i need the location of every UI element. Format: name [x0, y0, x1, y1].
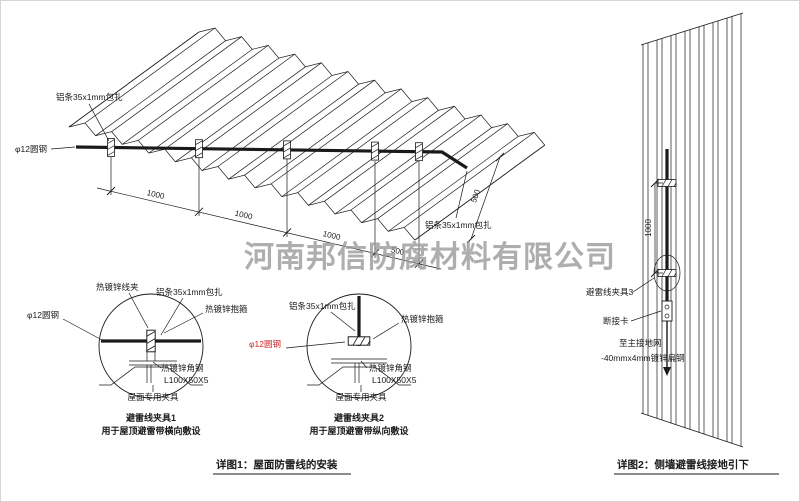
- wall-disconnect-label: 断接卡: [603, 316, 629, 326]
- wall-corrugated-panel: [640, 12, 744, 448]
- detail2-callout: 铝条35x1mm包扎 热镀锌抱箍 φ12圆钢 热镀锌角钢 L100X50X5 屋…: [249, 293, 444, 436]
- detail2-roof-fixture-label: 屋面专用夹具: [335, 392, 387, 402]
- company-watermark: 河南邦信防腐材料有限公司: [244, 241, 616, 274]
- wall-labels: 避雷线夹具3 断接卡 至主接地网 -40mmx4mm镀锌扁钢: [586, 277, 685, 363]
- wall-dimension: 1000: [644, 178, 663, 278]
- roof-dim-1000-a: 1000: [146, 188, 166, 201]
- roof-labels: 铝条35x1mm包扎 φ12圆钢 铝条35x1mm包扎: [15, 92, 492, 230]
- detail1-roof-fixture-label: 屋面专用夹具: [127, 392, 179, 402]
- detail2-subtitle: 用于屋顶避雷带纵向敷设: [308, 425, 409, 436]
- wall-flat-steel-label: -40mmx4mm镀锌扁钢: [601, 353, 685, 363]
- roof-dim-1000-b: 1000: [234, 209, 254, 222]
- roof-dim-1000-c: 1000: [322, 229, 342, 242]
- figure-captions: 详图1：屋面防雷线的安装 详图2：侧墙避雷线接地引下: [213, 458, 779, 475]
- detail1-angle-spec-label: L100X50X5: [164, 375, 209, 385]
- detail2-angle-steel-label: 热镀锌角钢: [369, 363, 412, 373]
- detail1-title: 避雷线夹具1: [126, 412, 176, 423]
- wall-dim-1000: 1000: [644, 219, 653, 237]
- detail2-title: 避雷线夹具2: [334, 412, 384, 423]
- wall-grounding-downlead: [653, 149, 681, 376]
- detail1-callout: 热镀锌线夹 铝条35x1mm包扎 热镀锌抱箍 φ12圆钢 热镀锌角钢 L100X…: [27, 282, 248, 436]
- roof-lightning-wire: [75, 138, 468, 170]
- detail1-strip-label: 铝条35x1mm包扎: [156, 287, 223, 297]
- detail2-strip-label: 铝条35x1mm包扎: [289, 301, 356, 311]
- detail1-hoop-label: 热镀锌抱箍: [205, 304, 248, 314]
- roof-round-steel-label: φ12圆钢: [15, 144, 47, 154]
- roof-dim-side-500: 500: [469, 188, 482, 204]
- roof-strip-label-top: 铝条35x1mm包扎: [56, 92, 123, 102]
- figure1-caption: 详图1：屋面防雷线的安装: [216, 458, 338, 471]
- detail1-subtitle: 用于屋顶避雷带横向敷设: [100, 425, 201, 436]
- detail2-round-steel-label: φ12圆钢: [249, 339, 281, 349]
- wall-ground-label: 至主接地网: [619, 338, 662, 348]
- detail2-hoop-label: 热镀锌抱箍: [401, 314, 444, 324]
- roof-corrugated-sheet: [68, 27, 546, 241]
- roof-strip-label-bottom: 铝条35x1mm包扎: [425, 220, 492, 230]
- detail1-angle-steel-label: 热镀锌角钢: [161, 363, 204, 373]
- roof-dimension-lines: 1000 1000 1000 500 500: [96, 152, 505, 270]
- detail1-wire-clamp-label: 热镀锌线夹: [96, 282, 139, 292]
- roof-dim-500: 500: [390, 245, 406, 257]
- wall-clamp3-label: 避雷线夹具3: [586, 287, 634, 297]
- detail2-angle-spec-label: L100X50X5: [372, 375, 417, 385]
- detail1-round-steel-label: φ12圆钢: [27, 310, 59, 320]
- figure2-caption: 详图2：侧墙避雷线接地引下: [617, 458, 749, 471]
